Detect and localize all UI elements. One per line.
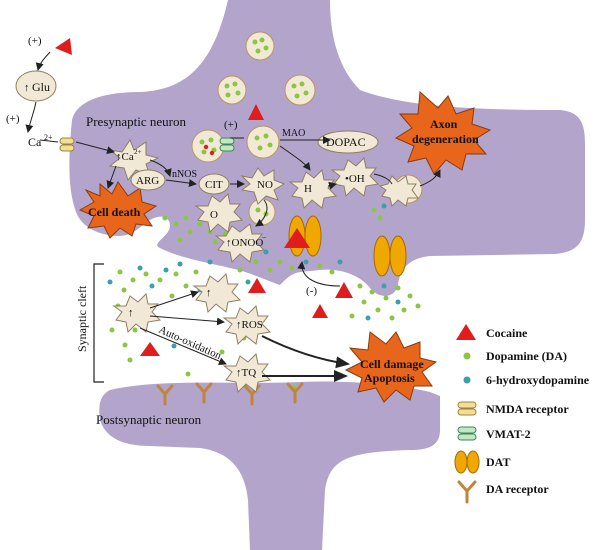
star-cocaine xyxy=(192,272,242,314)
label-mao: MAO xyxy=(282,128,305,139)
vmat2-icon xyxy=(457,426,477,434)
legend-item-dopamine: Dopamine (DA) xyxy=(463,349,567,363)
damage-arrows xyxy=(261,335,350,382)
label-axon-2: degeneration xyxy=(412,132,479,146)
label-up-cocaine: ↑ xyxy=(206,287,212,299)
label-ca: Ca xyxy=(28,135,42,149)
label-ovals xyxy=(15,70,379,195)
postsynaptic-neuron xyxy=(99,381,440,550)
label-glu: Glu xyxy=(32,80,50,94)
star-o2 xyxy=(194,192,244,234)
label-postsynaptic: Postsynaptic neuron xyxy=(96,412,202,427)
legend-item-cocaine: Cocaine xyxy=(456,324,528,340)
label-h2o2: H xyxy=(304,183,312,195)
label-cell-damage-1: Cell damage xyxy=(360,357,424,371)
legend: Cocaine Dopamine (DA) 6-hydroxydopamine … xyxy=(454,324,590,504)
dopac-oval xyxy=(317,130,379,154)
hydroxydopamine-icon xyxy=(463,376,471,384)
label-minus: (-) xyxy=(306,285,317,297)
label-no: NO xyxy=(257,179,273,191)
star-h2o2 xyxy=(288,168,338,210)
outcome-bursts xyxy=(78,90,492,403)
pathway-arrows xyxy=(25,51,441,365)
label-tq: ↑TQ xyxy=(236,367,256,379)
label-oh: •OH xyxy=(345,173,365,185)
label-onoo-sup: − xyxy=(262,233,267,242)
label-up-ca-sup: 2+ xyxy=(134,148,142,156)
label-synaptic-cleft: Synaptic cleft xyxy=(75,285,89,352)
dat-icon xyxy=(454,450,468,474)
legend-item-6ohda: 6-hydroxydopamine xyxy=(463,373,590,387)
dopamine-icon xyxy=(463,352,471,360)
legend-label-dopamine: Dopamine (DA) xyxy=(486,349,567,363)
cocaine-triangles xyxy=(55,38,353,356)
label-onoo: ↑ONOO xyxy=(226,237,263,249)
label-ros: ↑ROS xyxy=(236,319,263,331)
legend-label-da-receptor: DA receptor xyxy=(486,482,549,496)
arg-oval xyxy=(130,169,166,191)
label-up-glu: ↑ xyxy=(24,82,30,94)
label-nnos: nNOS xyxy=(172,169,197,180)
vesicle-cocaine-dots xyxy=(203,144,215,156)
label-arg: ARG xyxy=(136,175,159,187)
label-up-ca: ↑Ca xyxy=(116,151,134,163)
synaptic-cleft-bracket xyxy=(93,263,104,383)
cit-oval xyxy=(198,173,230,195)
vesicles xyxy=(191,31,423,226)
legend-item-nmda: NMDA receptor xyxy=(457,401,569,416)
nmda-receptor-icon xyxy=(457,401,477,409)
glu-oval xyxy=(15,70,57,102)
label-ca-sup: 2+ xyxy=(44,133,53,142)
legend-item-dat: DAT xyxy=(454,450,510,474)
star-da xyxy=(112,292,162,334)
label-up-da: ↑ xyxy=(128,307,134,319)
label-auto-oxidation: Auto-oxidation xyxy=(157,324,224,363)
label-o2: O xyxy=(210,209,218,221)
legend-label-nmda: NMDA receptor xyxy=(486,402,569,416)
legend-label-vmat2: VMAT-2 xyxy=(486,427,531,441)
label-presynaptic: Presynaptic neuron xyxy=(86,114,187,129)
star-dopamine-cleft xyxy=(378,175,419,207)
star-onoo xyxy=(214,223,266,264)
dat-transporter-left xyxy=(284,215,322,257)
label-plus-ca: (+) xyxy=(6,113,20,125)
legend-item-da-receptor: DA receptor xyxy=(457,480,549,504)
legend-label-dat: DAT xyxy=(486,455,510,469)
nmda-receptor xyxy=(59,137,75,152)
star-tq xyxy=(222,352,272,394)
burst-cell-damage xyxy=(344,331,438,403)
legend-label-cocaine: Cocaine xyxy=(486,326,528,340)
label-cell-death: Cell death xyxy=(88,205,141,219)
burst-axon xyxy=(394,90,492,175)
label-cit: CIT xyxy=(205,179,223,191)
text-labels: (+) ↑ Glu (+) Ca 2+ Presynaptic neuron ↑… xyxy=(6,35,479,427)
label-cell-damage-2: Apoptosis xyxy=(364,371,415,385)
star-no xyxy=(240,167,286,205)
star-oh xyxy=(330,156,380,198)
cocaine-icon xyxy=(456,324,476,340)
label-axon-1: Axon xyxy=(430,117,458,131)
star-ros xyxy=(222,304,272,346)
label-plus-vesicle: (+) xyxy=(224,119,238,131)
label-dopac: DOPAC xyxy=(326,135,366,149)
vmat2-transporter xyxy=(219,137,235,152)
synaptic-dopamine-dots xyxy=(109,207,421,391)
dat-transporter-right xyxy=(373,235,407,277)
da-receptor-icon xyxy=(457,480,477,504)
burst-cell-death xyxy=(78,181,158,239)
legend-item-vmat2: VMAT-2 xyxy=(457,426,531,441)
label-plus-glu: (+) xyxy=(28,35,42,47)
legend-label-6ohda: 6-hydroxydopamine xyxy=(486,373,590,387)
